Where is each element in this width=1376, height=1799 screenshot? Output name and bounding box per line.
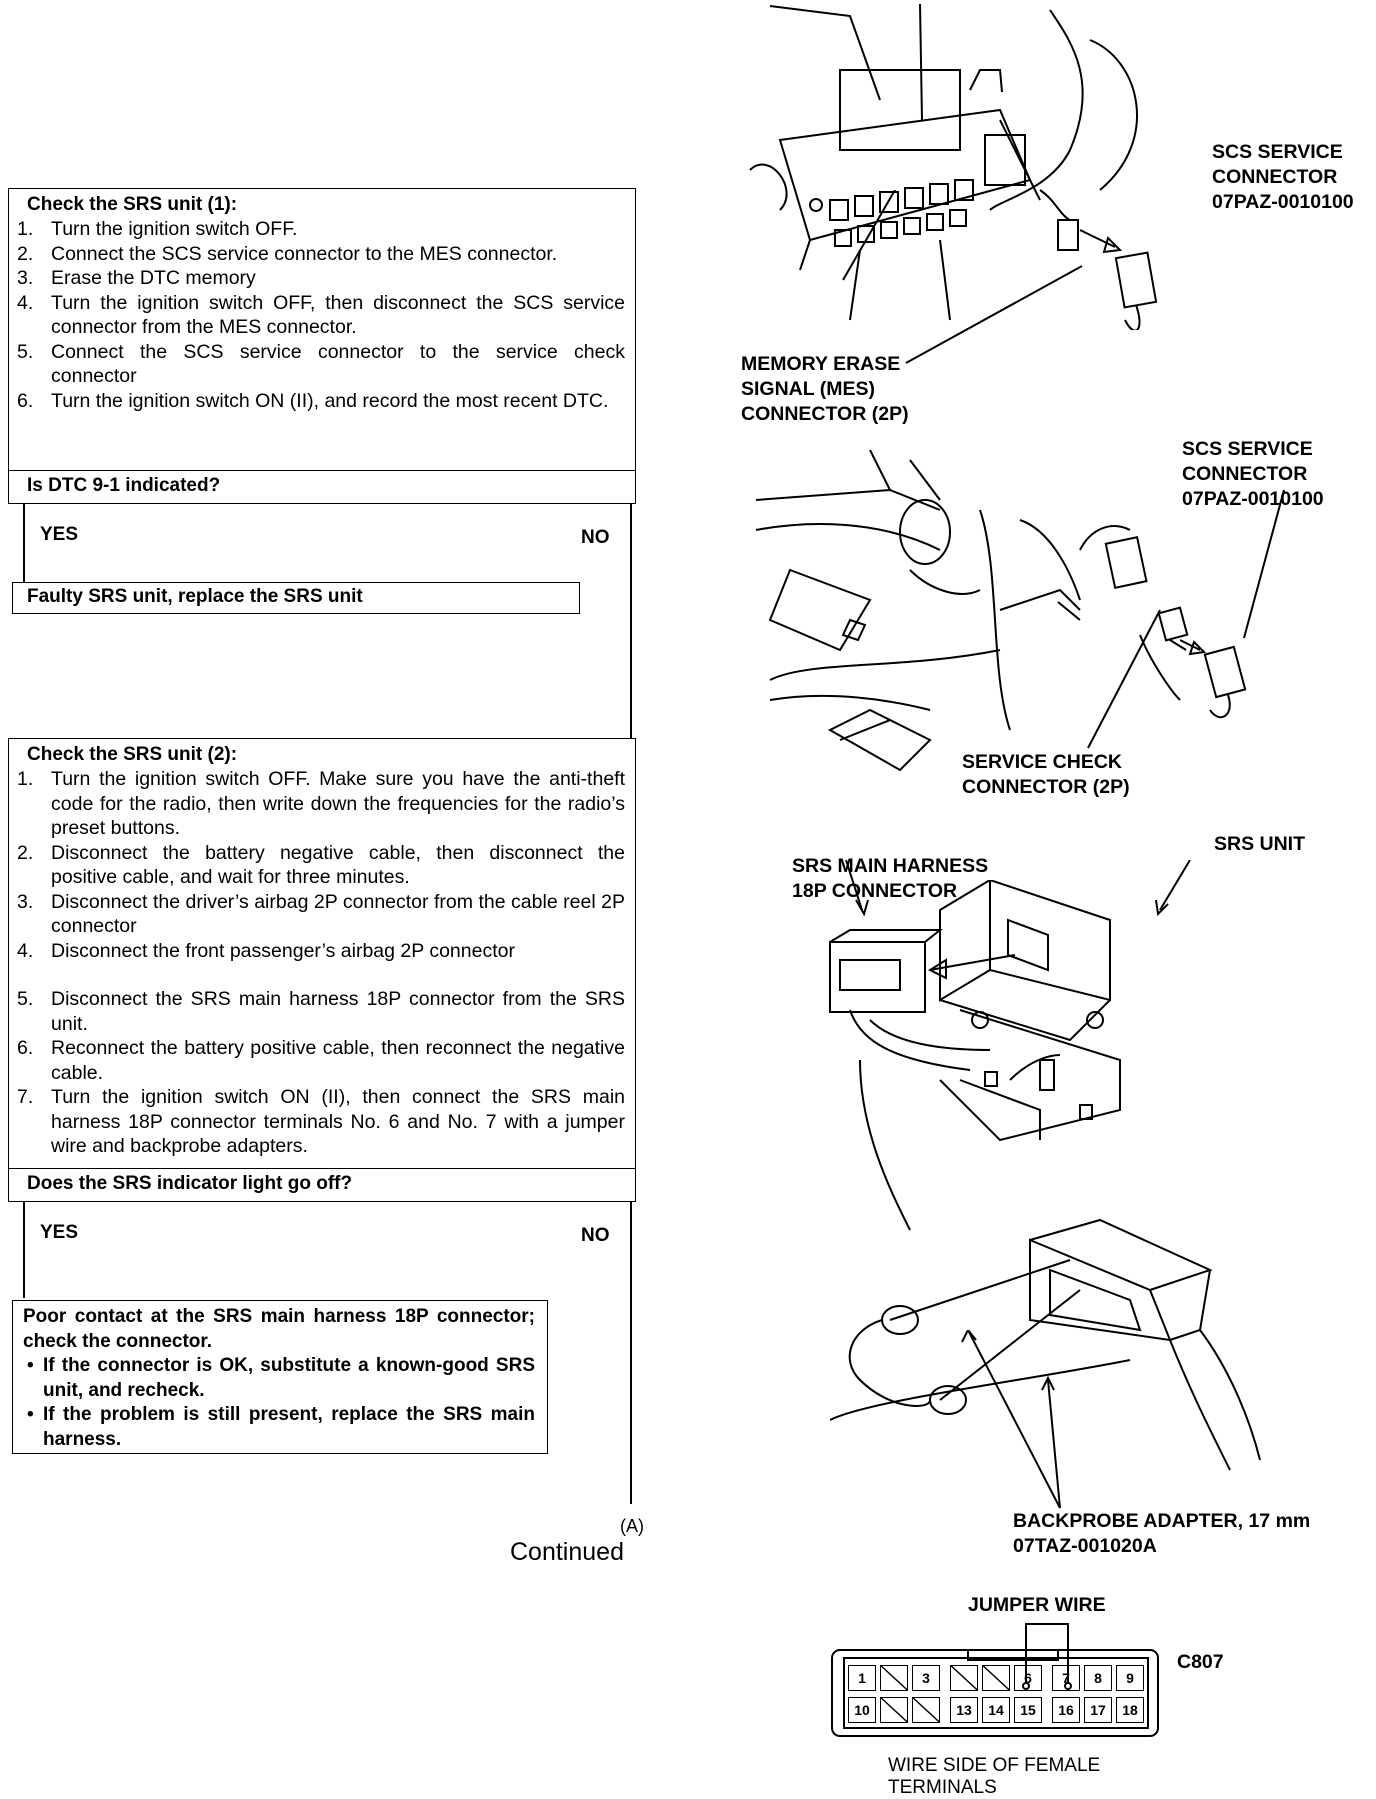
- connector-grid: 1 3 6 7 8 9 10 13 14 15 16 17 18: [848, 1665, 1144, 1723]
- check-srs-unit-2-box: Check the SRS unit (2): 1.Turn the ignit…: [8, 738, 636, 1169]
- terminal-16: 16: [1052, 1697, 1080, 1723]
- terminal-3: 3: [912, 1665, 940, 1691]
- flow-lines-1: [23, 504, 632, 738]
- step1-item: 2.Connect the SCS service connector to t…: [17, 242, 558, 265]
- step2-item: 5.Disconnect the SRS main harness 18P co…: [17, 988, 625, 1035]
- jumper-wire-label: JUMPER WIRE: [968, 1594, 1106, 1616]
- terminal-17: 17: [1084, 1697, 1112, 1723]
- ref-a: (A): [620, 1516, 644, 1536]
- terminal-blank: [982, 1665, 1010, 1691]
- step1-item: 4.Turn the ignition switch OFF, then dis…: [17, 291, 625, 339]
- terminal-1: 1: [848, 1665, 876, 1691]
- pointer-lines-2: [1087, 490, 1285, 749]
- step2-item: 4.Disconnect the front passenger’s airba…: [17, 939, 515, 962]
- step1-title: Check the SRS unit (1):: [27, 194, 238, 215]
- result-2-bullet: •If the problem is still present, replac…: [27, 1404, 535, 1450]
- check-srs-unit-1-box: Check the SRS unit (1): 1.Turn the ignit…: [8, 188, 636, 471]
- connector-id-label: C807: [1177, 1651, 1224, 1673]
- poor-contact-box: Poor contact at the SRS main harness 18P…: [12, 1300, 548, 1454]
- question-2: Does the SRS indicator light go off?: [27, 1173, 353, 1194]
- dash-illustration: [755, 450, 1189, 772]
- terminal-15: 15: [1014, 1697, 1042, 1723]
- step2-item: 3.Disconnect the driver’s airbag 2P conn…: [17, 890, 625, 938]
- step1-item: 6.Turn the ignition switch ON (II), and …: [17, 389, 609, 412]
- step2-item: 7.Turn the ignition switch ON (II), then…: [17, 1086, 625, 1157]
- connector-body: [831, 1649, 1159, 1737]
- pointer-lines-1: [842, 190, 1083, 364]
- yes-label-1: YES: [40, 524, 79, 545]
- step2-item: 1.Turn the ignition switch OFF. Make sur…: [17, 768, 625, 839]
- under-dash-illustration: [749, 3, 1158, 330]
- backprobe-illustration: [830, 1218, 1261, 1471]
- no-label-1: NO: [581, 527, 610, 548]
- terminal-18: 18: [1116, 1697, 1144, 1723]
- step2-item: 6.Reconnect the battery positive cable, …: [17, 1037, 625, 1084]
- step2-list: 1.Turn the ignition switch OFF. Make sur…: [17, 767, 625, 1159]
- faulty-srs-unit-box: Faulty SRS unit, replace the SRS unit: [12, 582, 580, 614]
- continued-text: Continued: [510, 1538, 624, 1566]
- srs-unit-label: SRS UNIT: [1214, 833, 1306, 855]
- srs-curve: [859, 1059, 911, 1231]
- terminal-blank: [880, 1697, 908, 1723]
- step1-item: 3.Erase the DTC memory: [17, 267, 256, 289]
- yes-label-2: YES: [40, 1222, 79, 1243]
- question-2-box: Does the SRS indicator light go off?: [8, 1168, 636, 1202]
- dash-illustration-right: [1180, 639, 1247, 719]
- pointer-lines-3: [845, 860, 1191, 917]
- terminal-10: 10: [848, 1697, 876, 1723]
- connector-top-row: 1 3 6 7 8 9: [848, 1665, 1144, 1691]
- terminal-13: 13: [950, 1697, 978, 1723]
- question-1: Is DTC 9-1 indicated?: [27, 475, 221, 496]
- result-2-bullet: •If the connector is OK, substitute a kn…: [27, 1355, 535, 1401]
- terminal-blank: [912, 1697, 940, 1723]
- terminal-7: 7: [1052, 1665, 1080, 1691]
- step1-item: 5.Connect the SCS service connector to t…: [17, 340, 625, 388]
- terminal-8: 8: [1084, 1665, 1112, 1691]
- result-1: Faulty SRS unit, replace the SRS unit: [27, 586, 363, 607]
- connector-bottom-row: 10 13 14 15 16 17 18: [848, 1697, 1144, 1723]
- jumper-wire-line: [1022, 1623, 1072, 1690]
- step1-item: 1.Turn the ignition switch OFF.: [17, 218, 298, 240]
- terminal-blank: [880, 1665, 908, 1691]
- pointer-lines-4: [961, 1330, 1061, 1509]
- terminal-14: 14: [982, 1697, 1010, 1723]
- terminal-blank: [950, 1665, 978, 1691]
- question-1-box: Is DTC 9-1 indicated?: [8, 470, 636, 504]
- no-label-2: NO: [581, 1225, 610, 1246]
- srs-unit-illustration: [829, 880, 1121, 1142]
- step2-title: Check the SRS unit (2):: [27, 744, 238, 765]
- result-2-title: Poor contact at the SRS main harness 18P…: [23, 1306, 535, 1352]
- terminal-6: 6: [1014, 1665, 1042, 1691]
- flow-lines-2: [23, 1202, 632, 1504]
- terminal-9: 9: [1116, 1665, 1144, 1691]
- step1-list: 1.Turn the ignition switch OFF. 2.Connec…: [17, 217, 625, 413]
- step2-item: 2.Disconnect the battery negative cable,…: [17, 841, 625, 889]
